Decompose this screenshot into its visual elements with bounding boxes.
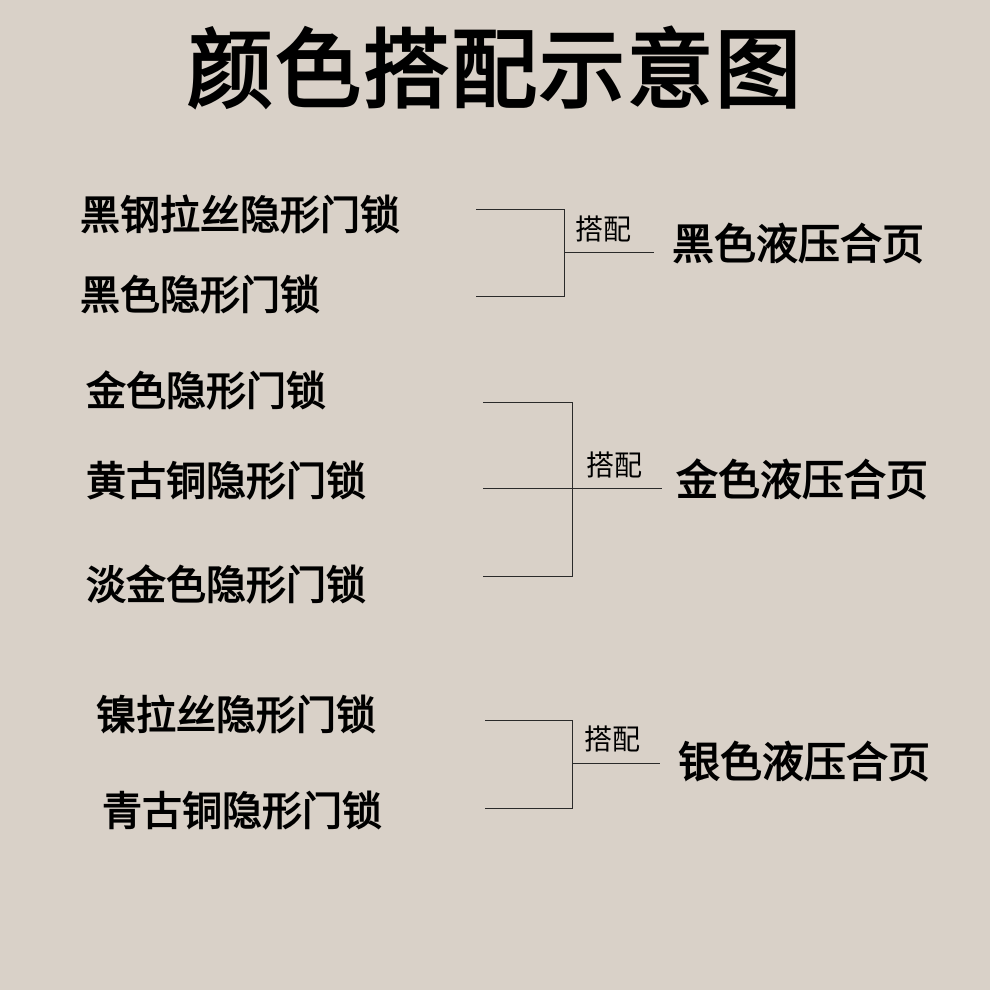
bracket-connector-line <box>564 252 654 253</box>
bracket-vertical-line <box>572 402 573 577</box>
bracket-bottom-line <box>483 576 573 577</box>
item-green-bronze-lock: 青古铜隐形门锁 <box>102 789 382 835</box>
pair-label: 搭配 <box>575 213 632 246</box>
item-light-gold-lock: 淡金色隐形门锁 <box>86 563 366 609</box>
item-nickel-brushed-lock: 镍拉丝隐形门锁 <box>96 693 376 739</box>
pair-label: 搭配 <box>584 723 641 756</box>
result-black-hinge: 黑色液压合页 <box>672 220 925 269</box>
item-black-steel-brushed-lock: 黑钢拉丝隐形门锁 <box>80 193 400 239</box>
item-gold-lock: 金色隐形门锁 <box>86 369 326 415</box>
result-gold-hinge: 金色液压合页 <box>676 456 929 505</box>
item-black-lock: 黑色隐形门锁 <box>80 273 320 319</box>
bracket-top-line <box>476 209 565 210</box>
bracket-vertical-line <box>572 720 573 809</box>
bracket-connector-line <box>572 763 660 764</box>
bracket-top-line <box>483 402 573 403</box>
page-title: 颜色搭配示意图 <box>187 21 803 121</box>
bracket-middle-line <box>483 488 573 489</box>
bracket-bottom-line <box>476 296 565 297</box>
bracket-connector-line <box>572 488 662 489</box>
bracket-top-line <box>485 720 573 721</box>
item-yellow-bronze-lock: 黄古铜隐形门锁 <box>86 459 366 505</box>
bracket-bottom-line <box>485 808 573 809</box>
pair-label: 搭配 <box>586 449 643 482</box>
bracket-vertical-line <box>564 209 565 297</box>
result-silver-hinge: 银色液压合页 <box>678 738 931 787</box>
